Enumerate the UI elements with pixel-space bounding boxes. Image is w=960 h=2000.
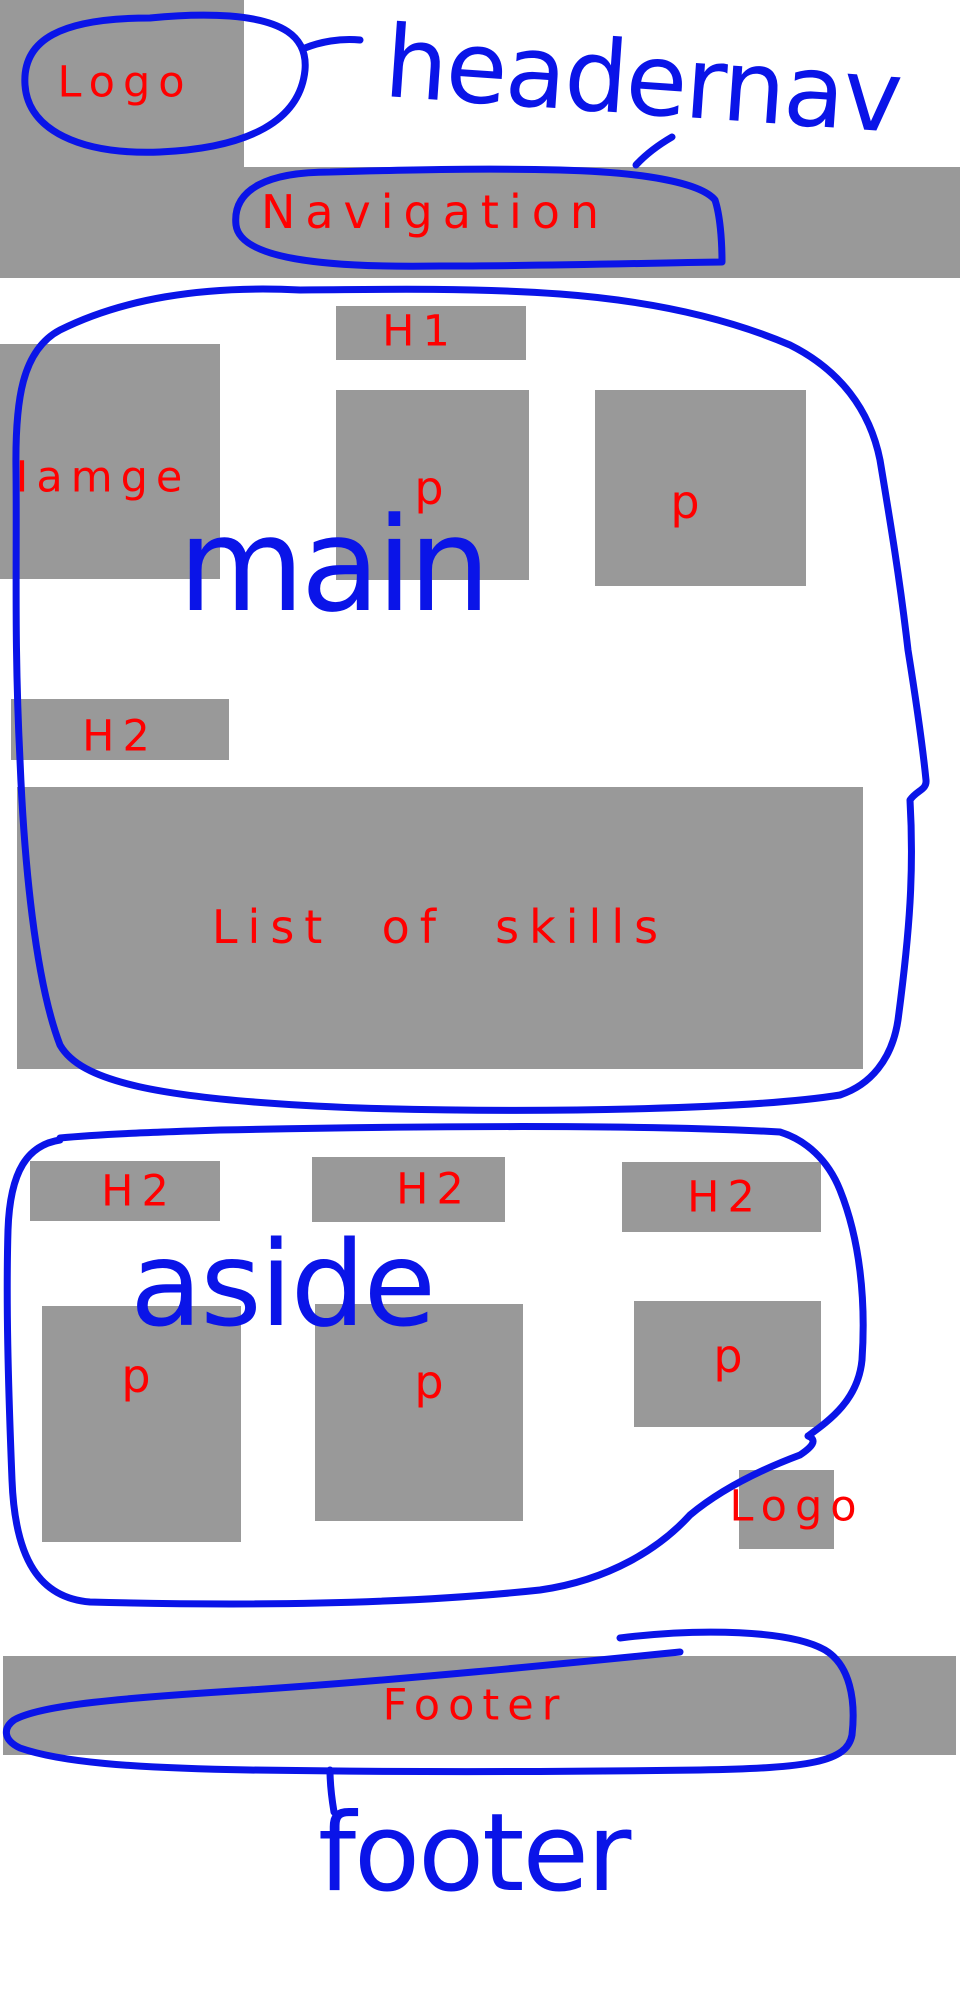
logo-label-aside: Logo xyxy=(729,1481,865,1532)
h2-label-aside-1: H2 xyxy=(101,1166,177,1217)
p-label-aside-2: p xyxy=(414,1355,454,1409)
headernav-connector xyxy=(632,133,676,169)
footer-label: Footer xyxy=(382,1680,568,1731)
p-label-main-2: p xyxy=(670,475,710,529)
headernav-annotation: headernav xyxy=(380,3,905,156)
h1-label: H1 xyxy=(382,306,458,357)
image-label: Iamge xyxy=(15,452,191,503)
footer-annotation: footer xyxy=(318,1791,631,1916)
h2-label-aside-2: H2 xyxy=(396,1164,472,1215)
navigation-label: Navigation xyxy=(260,185,610,239)
aside-annotation: aside xyxy=(130,1215,436,1353)
logo-label: Logo xyxy=(57,57,193,108)
logo-loop-tail xyxy=(301,36,364,52)
h2-label-aside-3: H2 xyxy=(687,1172,763,1223)
p-label-aside-1: p xyxy=(121,1349,161,1403)
nav-bar-left xyxy=(0,167,244,278)
p-label-aside-3: p xyxy=(713,1329,753,1383)
skills-label: List of skills xyxy=(211,900,669,954)
main-annotation: main xyxy=(178,489,491,641)
h2-label-main: H2 xyxy=(82,711,158,762)
